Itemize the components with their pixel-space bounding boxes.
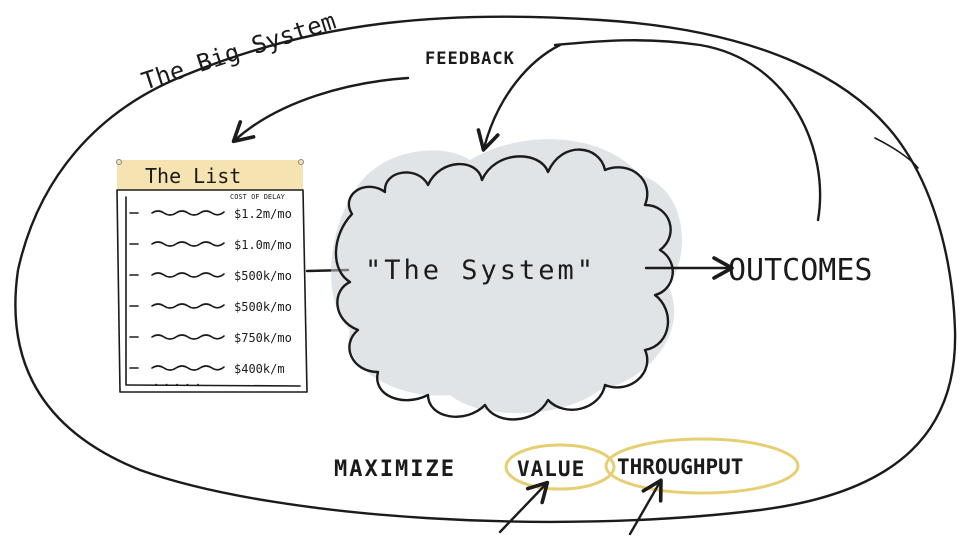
list-body	[116, 189, 308, 393]
boundary-overstroke	[874, 137, 919, 169]
list-title: The List	[145, 164, 241, 188]
feedback-return-arc	[553, 39, 822, 222]
system-cloud-shade	[331, 139, 683, 414]
list-row: $400k/m	[129, 362, 285, 376]
value-label: VALUE	[517, 457, 585, 481]
list-header-band	[117, 160, 303, 190]
list-row: $750k/mo	[129, 331, 292, 345]
list-row-scribble	[151, 365, 225, 371]
list-row: $1.0m/mo	[129, 238, 292, 252]
list-row-scribble	[151, 334, 225, 340]
system-cloud-outline	[334, 148, 674, 421]
list-row: $500k/mo	[129, 269, 292, 283]
maximize-label: MAXIMIZE	[334, 457, 456, 482]
cost-of-delay-value: $1.2m/mo	[234, 207, 292, 221]
list-row-scribble	[151, 241, 225, 247]
cost-of-delay-header: COST OF DELAY	[230, 193, 286, 201]
list-row: $500k/mo	[129, 300, 292, 314]
outcomes-label: OUTCOMES	[728, 253, 873, 288]
list-row-scribble	[151, 210, 225, 216]
cost-of-delay-value: $1.0m/mo	[234, 238, 292, 252]
cost-of-delay-value: $400k/m	[234, 362, 285, 376]
feedback-label: FEEDBACK	[425, 49, 515, 69]
list-row-scribble	[151, 272, 225, 278]
big-system-label: The Big System	[138, 7, 339, 96]
feedback-arrow-to-system	[476, 43, 562, 152]
value-highlight	[504, 443, 616, 491]
list-more-indicator: .....	[152, 374, 204, 390]
list-inner-rule	[125, 196, 301, 387]
throughput-label: THROUGHPUT	[617, 455, 743, 479]
big-system-boundary	[14, 15, 957, 524]
system-label: "The System"	[365, 255, 596, 286]
list-row-scribble	[151, 303, 225, 309]
list-row: $1.2m/mo	[129, 207, 292, 221]
cost-of-delay-value: $750k/mo	[234, 331, 292, 345]
list-rows: $1.2m/mo $1.0m/mo $500k/mo $500k/mo $750k/mo…	[129, 207, 292, 376]
feedback-arrow-to-list	[231, 76, 410, 144]
cost-of-delay-value: $500k/mo	[234, 269, 292, 283]
cost-of-delay-value: $500k/mo	[234, 300, 292, 314]
throughput-pointer-arrow	[628, 478, 663, 536]
throughput-highlight	[604, 437, 800, 495]
value-pointer-arrow	[498, 480, 550, 534]
